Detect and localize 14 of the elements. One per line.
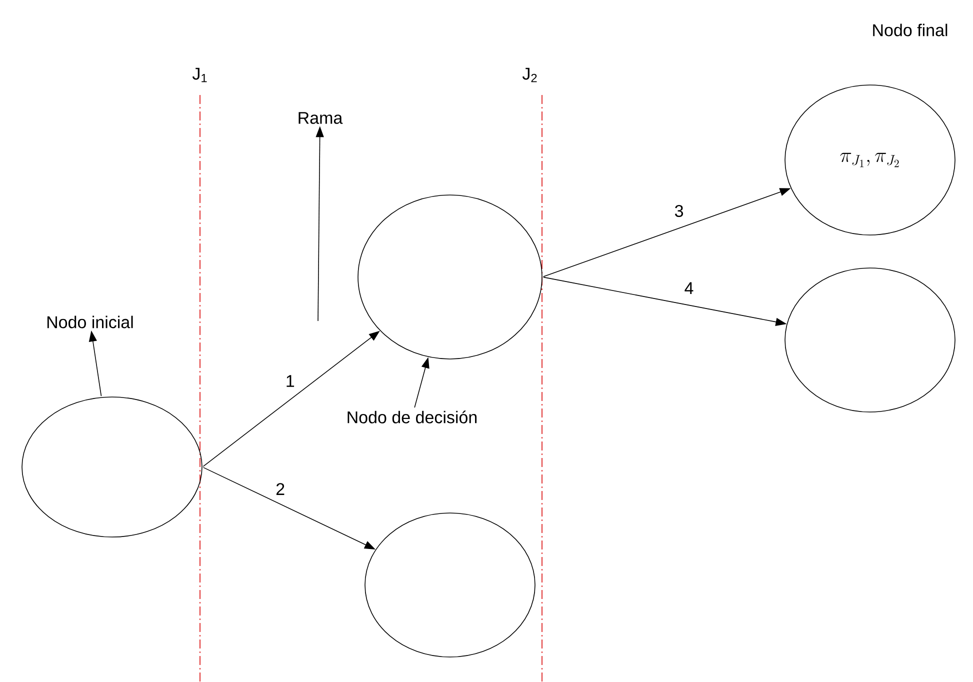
annotation-text: Nodo inicial [47,316,133,328]
node-ellipse [364,512,536,658]
annotation-text: Nodo de decisión [348,410,477,424]
stage-label: J$_{1}$ [192,68,207,82]
annotation-text: Rama [298,112,343,124]
edge-label: 4 [683,281,695,295]
node-ellipse [784,268,956,412]
edge-label: 3 [673,204,685,218]
stage-label: J$_{2}$ [522,68,537,82]
edge-label: 1 [284,374,296,388]
node-ellipse [22,396,202,538]
edge-label: 2 [274,482,286,496]
node-heading: Nodo final [873,24,948,36]
node-ellipse [358,194,542,360]
